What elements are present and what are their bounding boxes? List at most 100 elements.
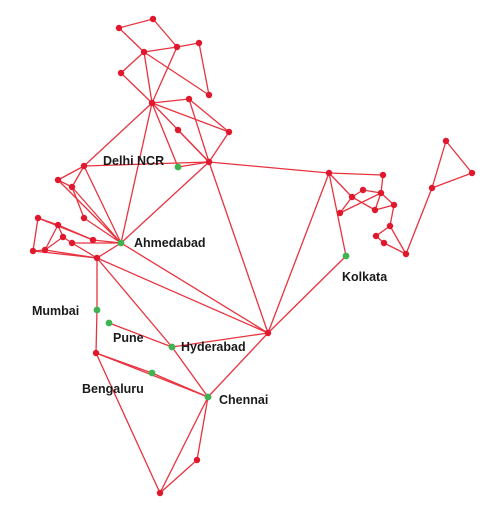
network-link — [152, 18, 178, 48]
city-marker — [148, 369, 156, 377]
network-link — [71, 186, 85, 219]
network-node — [59, 233, 67, 241]
network-link — [208, 131, 230, 163]
network-node — [156, 489, 164, 497]
city-marker — [168, 343, 176, 351]
network-link — [83, 102, 153, 167]
network-link — [120, 242, 269, 334]
network-node — [371, 206, 379, 214]
network-node — [148, 99, 156, 107]
network-link — [83, 161, 210, 167]
network-node — [80, 214, 88, 222]
network-link — [118, 18, 154, 29]
network-link — [389, 225, 407, 255]
network-link — [151, 98, 190, 104]
network-node — [225, 128, 233, 136]
network-link — [151, 102, 230, 133]
network-link — [431, 172, 473, 189]
network-node — [205, 158, 213, 166]
city-chennai: Chennai — [204, 393, 268, 407]
city-label: Delhi NCR — [103, 154, 164, 168]
network-link — [207, 332, 269, 398]
network-node — [117, 69, 125, 77]
network-node — [41, 246, 49, 254]
network-node — [359, 186, 367, 194]
network-link — [57, 224, 94, 241]
network-link — [176, 42, 200, 48]
network-link — [339, 192, 382, 214]
network-link — [159, 459, 198, 494]
network-node — [173, 43, 181, 51]
network-link — [143, 51, 153, 104]
network-node — [336, 209, 344, 217]
network-link — [405, 187, 433, 255]
network-node — [149, 15, 157, 23]
network-link — [188, 98, 230, 133]
network-link — [196, 396, 209, 461]
network-link — [143, 51, 210, 96]
network-link — [339, 196, 353, 214]
network-node — [93, 254, 101, 262]
network-link — [96, 257, 173, 348]
city-label: Kolkata — [342, 270, 388, 284]
city-marker — [204, 393, 212, 401]
network-node — [390, 201, 398, 209]
network-node — [80, 162, 88, 170]
network-node — [442, 137, 450, 145]
city-ahmedabad: Ahmedabad — [117, 236, 206, 250]
city-label: Hyderabad — [181, 340, 246, 354]
network-node — [205, 91, 213, 99]
network-link — [389, 204, 395, 227]
network-node — [92, 349, 100, 357]
network-link — [44, 249, 98, 259]
network-link — [159, 396, 209, 494]
network-link — [120, 102, 153, 244]
network-node — [372, 232, 380, 240]
network-node — [193, 456, 201, 464]
network-link — [171, 346, 209, 398]
network-node — [29, 247, 37, 255]
network-link — [44, 236, 64, 251]
network-node — [140, 48, 148, 56]
network-link — [71, 165, 85, 188]
city-mumbai: Mumbai — [32, 304, 101, 318]
network-link — [151, 46, 178, 104]
network-link — [328, 172, 353, 198]
network-link — [177, 129, 210, 163]
network-link — [83, 217, 122, 244]
network-link — [208, 161, 330, 174]
network-link — [177, 161, 210, 168]
network-link — [44, 224, 59, 251]
network-link — [120, 51, 145, 74]
network-node — [386, 222, 394, 230]
network-link — [71, 186, 122, 244]
city-label: Mumbai — [32, 304, 79, 318]
network-link — [143, 46, 178, 53]
network-link — [151, 102, 179, 168]
network-node — [185, 95, 193, 103]
network-node — [89, 236, 97, 244]
city-hyderabad: Hyderabad — [168, 340, 246, 354]
network-node — [54, 221, 62, 229]
city-marker — [117, 239, 125, 247]
network-link — [208, 161, 269, 334]
network-link — [171, 332, 269, 348]
network-link — [57, 165, 85, 181]
network-link — [431, 140, 447, 189]
network-link — [328, 172, 384, 176]
network-link — [374, 204, 395, 211]
city-delhi-ncr: Delhi NCR — [103, 154, 182, 171]
network-node — [379, 171, 387, 179]
network-link — [95, 352, 161, 494]
network-node — [428, 184, 436, 192]
network-node — [174, 126, 182, 134]
network-link — [83, 165, 122, 244]
network-node — [402, 250, 410, 258]
city-markers: Delhi NCRAhmedabadKolkataMumbaiPuneHyder… — [32, 154, 388, 407]
network-link — [96, 257, 269, 334]
network-node — [34, 214, 42, 222]
network-link — [445, 140, 473, 174]
network-link — [108, 322, 173, 348]
network-link — [57, 179, 122, 244]
